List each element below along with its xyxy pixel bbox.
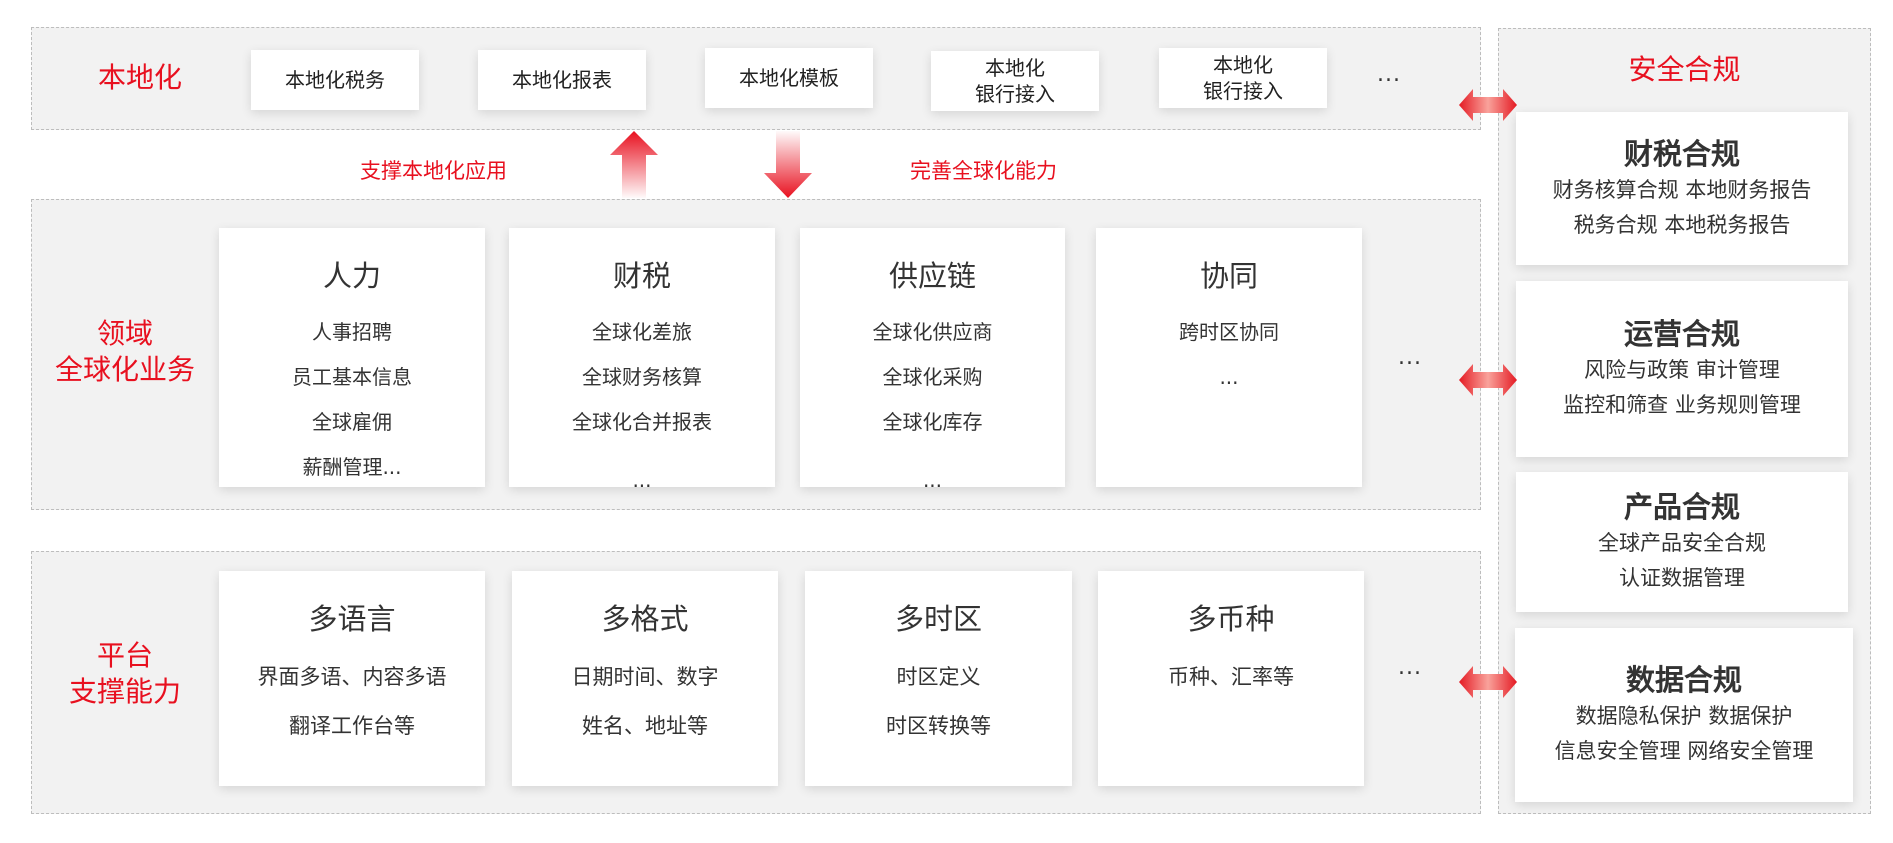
double-arrow-icon xyxy=(1459,364,1517,396)
card-item: 界面多语、内容多语 xyxy=(257,665,447,689)
localization-label: 本地化 xyxy=(97,61,182,94)
loc-item-label: 本地化报表 xyxy=(512,68,612,92)
card-title: 财税 xyxy=(612,259,671,293)
card-line: 数据隐私保护 数据保护 xyxy=(1575,704,1793,728)
card-item: 全球化供应商 xyxy=(872,320,993,344)
card-item: 全球化差旅 xyxy=(592,320,692,344)
card-title: 多币种 xyxy=(1187,602,1275,636)
card-line: 财务核算合规 本地财务报告 xyxy=(1552,177,1812,202)
card-item: ... xyxy=(632,468,652,492)
flow-label-up: 支撑本地化应用 xyxy=(360,159,507,183)
platform-label-line2: 支撑能力 xyxy=(68,675,181,709)
card-title: 多时区 xyxy=(894,602,982,636)
card-line: 税务合规 本地税务报告 xyxy=(1573,212,1791,237)
card-item: 跨时区协同 xyxy=(1179,320,1279,344)
loc-item-label: 本地化 银行接入 xyxy=(1203,53,1283,103)
card-item: ... xyxy=(1219,365,1239,389)
card-item: 时区定义 xyxy=(896,665,981,689)
domain-card-finance[interactable]: 财税 全球化差旅 全球财务核算 全球化合并报表 ... xyxy=(509,228,775,492)
platform-card-multitimezone[interactable]: 多时区 时区定义 时区转换等 xyxy=(805,571,1072,786)
card-title: 运营合规 xyxy=(1623,317,1740,351)
card-item: 全球化合并报表 xyxy=(572,410,712,434)
card-line: 风险与政策 审计管理 xyxy=(1584,358,1780,382)
domain-label-line2: 全球化业务 xyxy=(54,353,195,387)
domain-card-hr[interactable]: 人力 人事招聘 员工基本信息 全球雇佣 薪酬管理... xyxy=(219,228,485,487)
card-line: 信息安全管理 网络安全管理 xyxy=(1554,739,1814,763)
platform-card-multilanguage[interactable]: 多语言 界面多语、内容多语 翻译工作台等 xyxy=(219,571,485,786)
card-item: 全球化库存 xyxy=(882,410,983,434)
compliance-label: 安全合规 xyxy=(1628,53,1741,86)
card-item: 薪酬管理... xyxy=(302,455,402,479)
loc-item-report[interactable]: 本地化报表 xyxy=(478,50,646,110)
domain-label-line1: 领域 xyxy=(96,317,153,350)
loc-item-template[interactable]: 本地化模板 xyxy=(705,48,873,108)
compliance-card-finance-tax[interactable]: 财税合规 财务核算合规 本地财务报告 税务合规 本地税务报告 xyxy=(1516,112,1848,265)
double-arrow-icon xyxy=(1459,89,1517,121)
card-title: 协同 xyxy=(1199,259,1258,293)
card-line: 全球产品安全合规 xyxy=(1598,531,1766,555)
loc-item-label: 本地化税务 xyxy=(285,68,385,92)
card-item: ... xyxy=(922,468,943,492)
card-item: 员工基本信息 xyxy=(292,365,412,389)
double-arrow-icon xyxy=(1459,666,1517,698)
localization-more: ... xyxy=(1377,62,1401,87)
card-item: 时区转换等 xyxy=(886,714,991,738)
platform-label-line1: 平台 xyxy=(96,639,153,672)
platform-more: ... xyxy=(1398,655,1422,680)
card-item: 全球财务核算 xyxy=(582,365,702,389)
platform-card-multicurrency[interactable]: 多币种 币种、汇率等 xyxy=(1098,571,1364,786)
card-title: 供应链 xyxy=(888,259,976,293)
card-title: 财税合规 xyxy=(1623,136,1740,171)
loc-item-label: 本地化模板 xyxy=(739,66,839,90)
platform-card-multiformat[interactable]: 多格式 日期时间、数字 姓名、地址等 xyxy=(512,571,778,786)
card-item: 人事招聘 xyxy=(312,320,392,344)
loc-item-label: 本地化 银行接入 xyxy=(975,56,1055,106)
card-item: 全球化采购 xyxy=(882,365,983,389)
card-item: 姓名、地址等 xyxy=(582,714,708,738)
domain-card-collaboration[interactable]: 协同 跨时区协同 ... xyxy=(1096,228,1362,487)
domain-more: ... xyxy=(1398,345,1422,370)
card-title: 多格式 xyxy=(601,602,689,636)
compliance-card-product[interactable]: 产品合规 全球产品安全合规 认证数据管理 xyxy=(1516,472,1848,612)
loc-item-bank-1[interactable]: 本地化 银行接入 xyxy=(931,51,1099,111)
card-title: 产品合规 xyxy=(1623,490,1740,524)
domain-label: 领域 全球化业务 xyxy=(35,316,215,389)
loc-item-tax[interactable]: 本地化税务 xyxy=(251,50,419,110)
card-item: 翻译工作台等 xyxy=(289,714,415,738)
flow-label-down: 完善全球化能力 xyxy=(910,159,1057,183)
card-item: 币种、汇率等 xyxy=(1168,665,1294,689)
card-line: 认证数据管理 xyxy=(1619,566,1745,590)
platform-label: 平台 支撑能力 xyxy=(50,638,200,711)
card-title: 人力 xyxy=(322,259,381,293)
card-title: 多语言 xyxy=(308,602,396,636)
card-title: 数据合规 xyxy=(1625,663,1742,697)
domain-card-supply-chain[interactable]: 供应链 全球化供应商 全球化采购 全球化库存 ... xyxy=(800,228,1065,492)
compliance-card-operations[interactable]: 运营合规 风险与政策 审计管理 监控和筛查 业务规则管理 xyxy=(1516,281,1848,457)
card-item: 全球雇佣 xyxy=(312,410,392,434)
loc-item-bank-2[interactable]: 本地化 银行接入 xyxy=(1159,48,1327,108)
arrow-down-icon xyxy=(764,131,812,198)
card-line: 监控和筛查 业务规则管理 xyxy=(1563,393,1801,417)
arrow-up-icon xyxy=(610,131,658,198)
compliance-card-data[interactable]: 数据合规 数据隐私保护 数据保护 信息安全管理 网络安全管理 xyxy=(1515,628,1853,802)
card-item: 日期时间、数字 xyxy=(571,665,719,689)
